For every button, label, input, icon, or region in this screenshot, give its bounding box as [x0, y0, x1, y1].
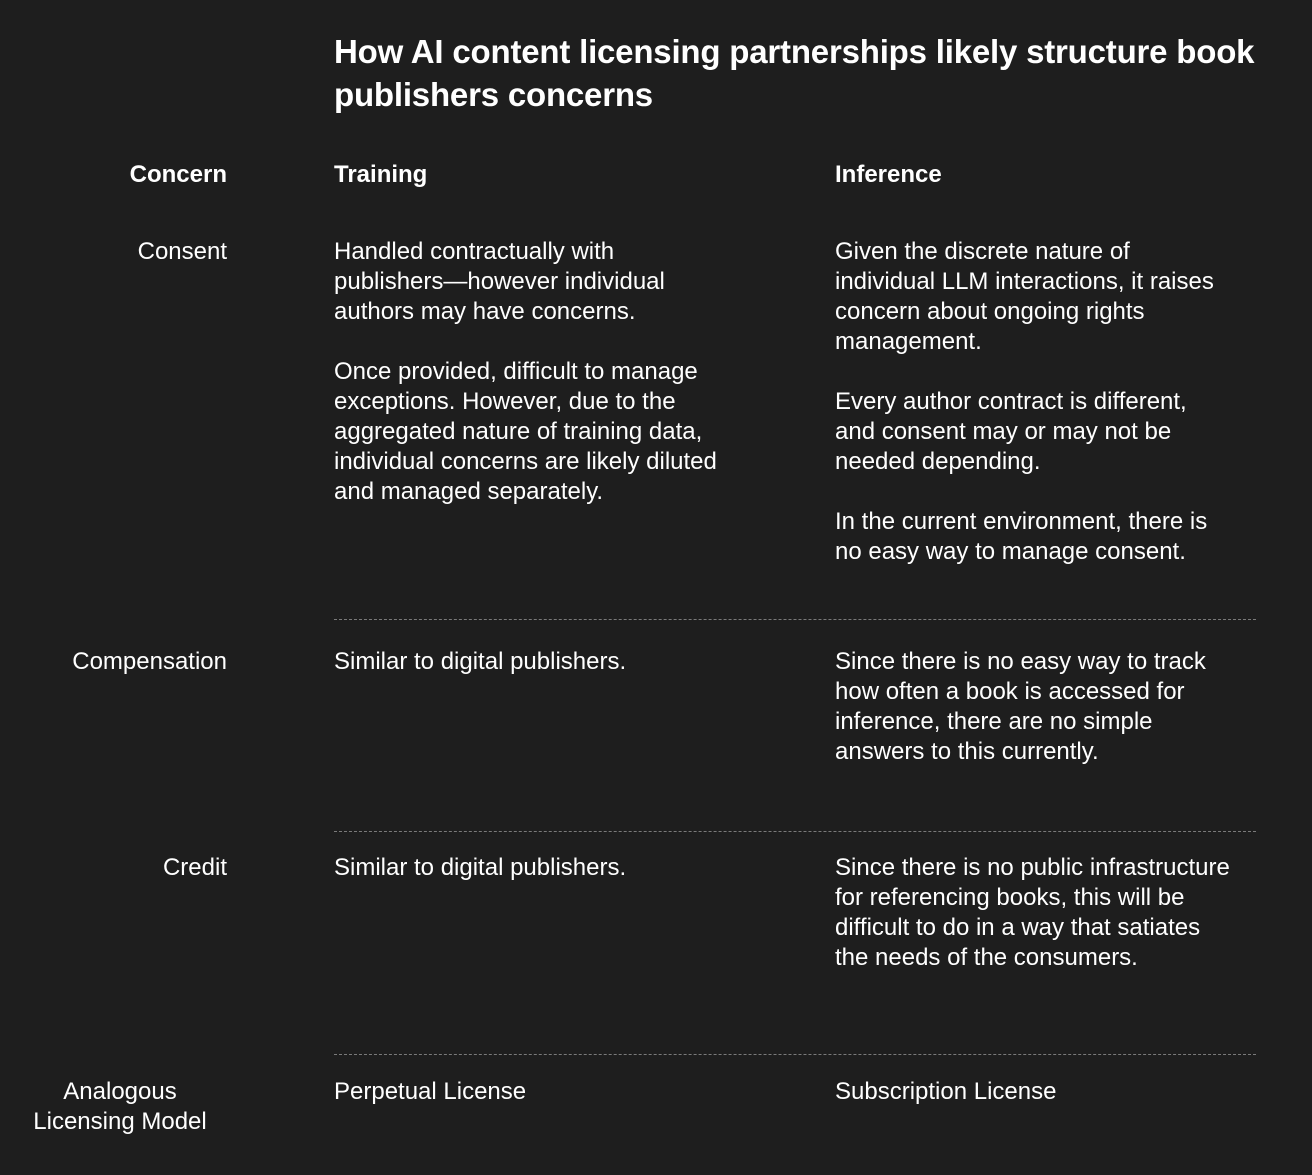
compensation-training-paragraph: Similar to digital publishers. — [334, 648, 627, 675]
row-divider — [334, 619, 1256, 620]
consent-training-paragraph: Handled contractually with publishers—ho… — [334, 238, 665, 325]
licensing-inference-cell: Subscription License — [835, 1077, 1233, 1107]
credit-inference-cell: Since there is no public infrastructure … — [835, 853, 1233, 973]
licensing-training-cell: Perpetual License — [334, 1077, 730, 1107]
credit-inference-paragraph: Since there is no public infrastructure … — [835, 854, 1230, 971]
compensation-training-cell: Similar to digital publishers. — [334, 647, 730, 677]
column-header-training: Training — [334, 161, 428, 188]
credit-training-cell: Similar to digital publishers. — [334, 853, 730, 883]
compensation-inference-cell: Since there is no easy way to track how … — [835, 647, 1233, 767]
licensing-training-value: Perpetual License — [334, 1078, 527, 1105]
consent-inference-paragraph: In the current environment, there is no … — [835, 508, 1208, 565]
row-label-credit: Credit — [162, 854, 227, 881]
credit-training-paragraph: Similar to digital publishers. — [334, 854, 627, 881]
column-header-concern: Concern — [129, 161, 227, 188]
row-divider — [334, 831, 1256, 832]
page-title: How AI content licensing partnerships li… — [334, 33, 1255, 113]
consent-training-cell: Handled contractually with publishers—ho… — [334, 237, 730, 507]
compensation-inference-paragraph: Since there is no easy way to track how … — [835, 648, 1206, 765]
row-label-consent: Consent — [137, 238, 227, 265]
licensing-inference-value: Subscription License — [835, 1078, 1057, 1105]
row-label-analogous-licensing-model: Analogous Licensing Model — [33, 1078, 207, 1135]
column-header-inference: Inference — [835, 161, 942, 188]
consent-inference-paragraph: Given the discrete nature of individual … — [835, 238, 1214, 355]
consent-inference-paragraph: Every author contract is different, and … — [835, 388, 1187, 475]
consent-training-paragraph: Once provided, difficult to manage excep… — [334, 358, 717, 505]
consent-inference-cell: Given the discrete nature of individual … — [835, 237, 1233, 567]
row-label-compensation: Compensation — [72, 648, 227, 675]
row-divider — [334, 1054, 1256, 1055]
